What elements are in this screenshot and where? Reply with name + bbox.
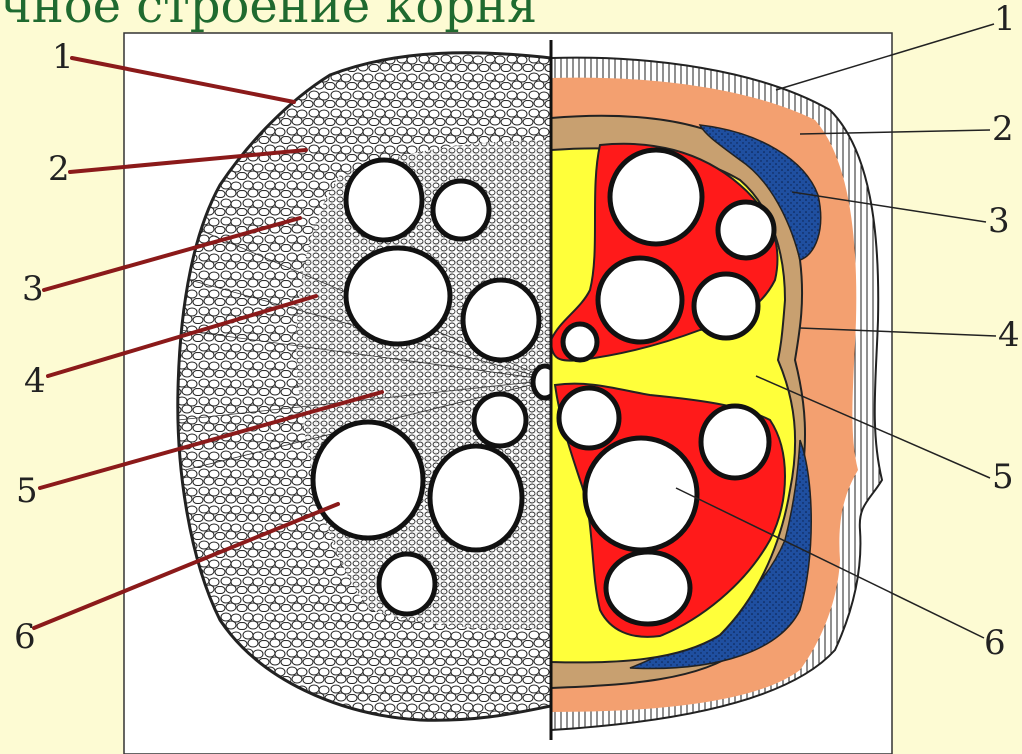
label-left-2: 2 — [48, 152, 70, 186]
label-right-3: 3 — [988, 204, 1010, 238]
label-right-4: 4 — [998, 318, 1020, 352]
label-right-6: 6 — [984, 626, 1006, 660]
label-left-5: 5 — [16, 474, 38, 508]
right-colored-half — [551, 58, 882, 730]
label-left-1: 1 — [52, 40, 74, 74]
label-right-2: 2 — [992, 112, 1014, 146]
label-left-4: 4 — [24, 364, 46, 398]
label-right-5: 5 — [992, 460, 1014, 494]
label-left-3: 3 — [22, 272, 44, 306]
label-right-1: 1 — [994, 2, 1016, 36]
label-left-6: 6 — [14, 620, 36, 654]
